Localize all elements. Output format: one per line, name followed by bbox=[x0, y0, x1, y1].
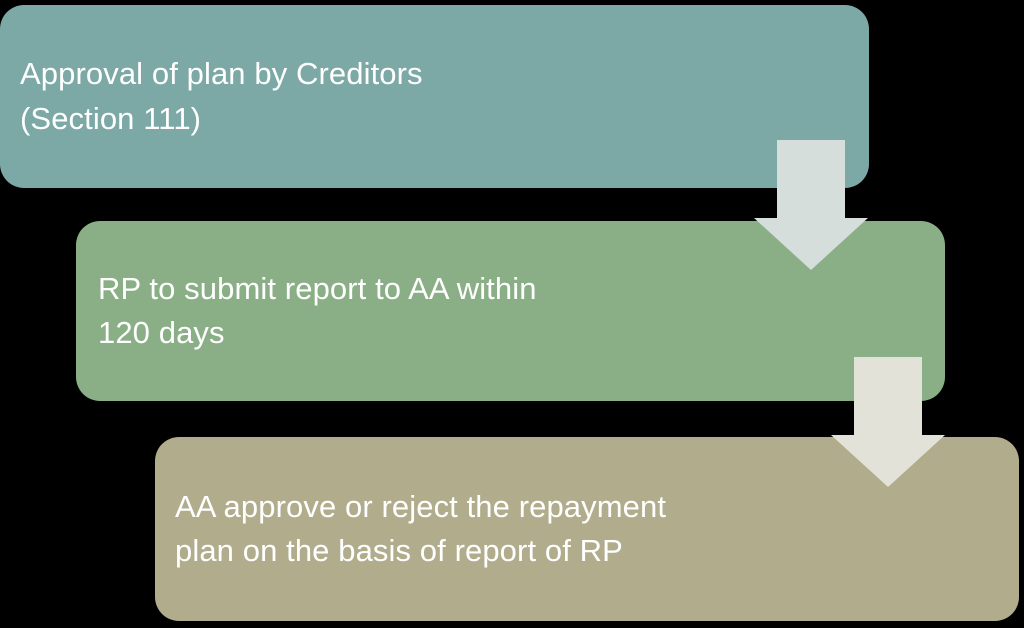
process-step-report-label: RP to submit report to AA within 120 day… bbox=[98, 270, 537, 350]
process-step-approval[interactable]: Approval of plan by Creditors (Section 1… bbox=[0, 5, 869, 188]
process-step-approval-label: Approval of plan by Creditors (Section 1… bbox=[20, 56, 423, 136]
down-arrow-icon-report-to-decision bbox=[831, 357, 945, 487]
process-step-decision-label: AA approve or reject the repayment plan … bbox=[175, 488, 667, 568]
down-arrow-icon-approval-to-report bbox=[754, 140, 868, 270]
